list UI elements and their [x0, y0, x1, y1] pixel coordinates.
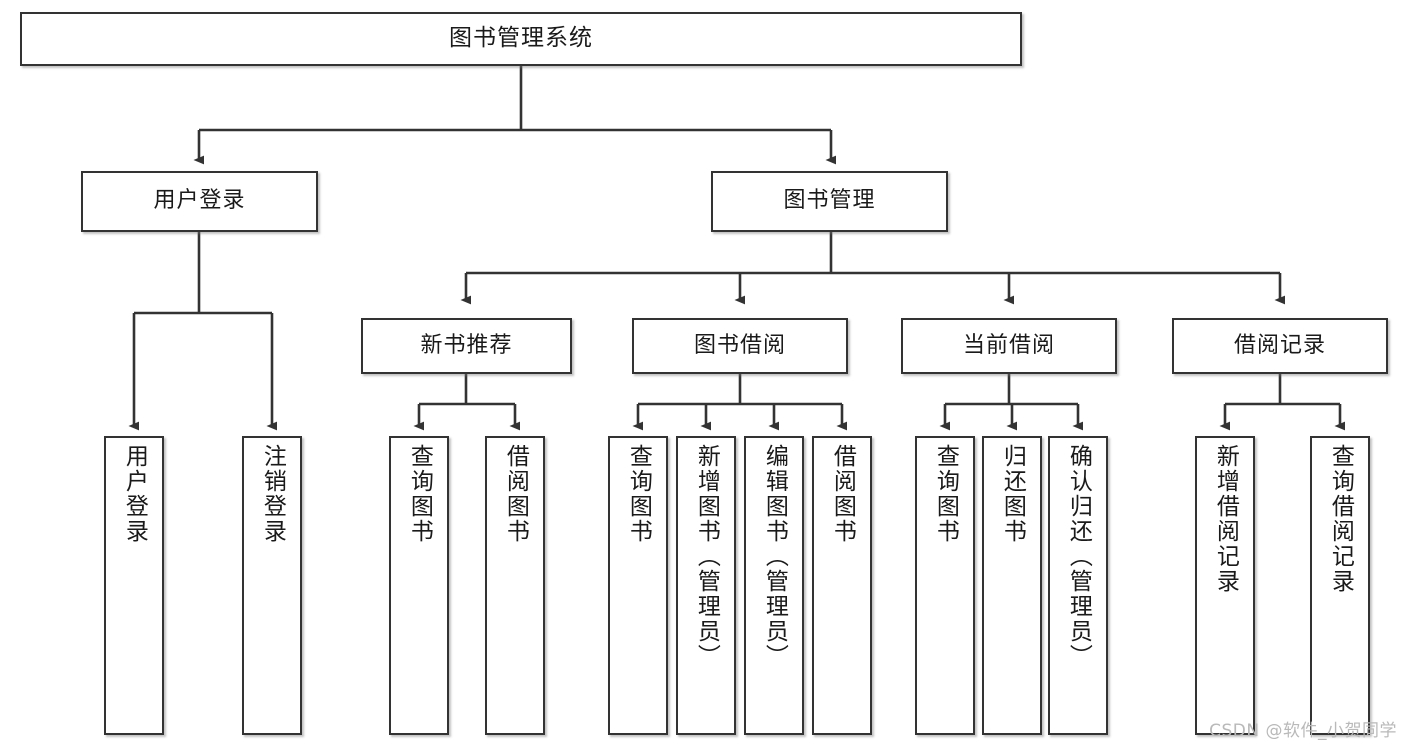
node-leaf-query-book-borrow[interactable]: 查询图书: [608, 436, 668, 735]
node-new-book-recommend[interactable]: 新书推荐: [361, 318, 572, 374]
node-label: 当前借阅: [962, 332, 1055, 358]
node-leaf-user-login[interactable]: 用户登录: [104, 436, 164, 735]
node-label: 图书借阅: [693, 332, 786, 358]
node-label: 查询借阅记录: [1327, 444, 1354, 594]
node-label: 借阅记录: [1233, 332, 1326, 358]
node-leaf-borrow-book-recommend[interactable]: 借阅图书: [485, 436, 545, 735]
node-label: 借阅图书: [829, 444, 856, 544]
node-label: 图书管理系统: [449, 25, 593, 52]
node-label: 查询图书: [406, 444, 433, 544]
node-current-borrow[interactable]: 当前借阅: [901, 318, 1117, 374]
node-label: 新增图书（管理员）: [693, 444, 720, 669]
node-label: 确认归还（管理员）: [1065, 444, 1092, 669]
node-book-borrow[interactable]: 图书借阅: [632, 318, 848, 374]
node-label: 查询图书: [625, 444, 652, 544]
node-leaf-logout-login[interactable]: 注销登录: [242, 436, 302, 735]
node-label: 查询图书: [932, 444, 959, 544]
csdn-watermark: CSDN @软件_小贺同学: [1209, 721, 1397, 741]
node-label: 用户登录: [153, 188, 246, 214]
node-leaf-borrow-book[interactable]: 借阅图书: [812, 436, 872, 735]
node-label: 借阅图书: [502, 444, 529, 544]
node-label: 注销登录: [259, 444, 286, 544]
node-root-book-management-system[interactable]: 图书管理系统: [20, 12, 1022, 66]
node-leaf-add-borrow-record[interactable]: 新增借阅记录: [1195, 436, 1255, 735]
node-leaf-confirm-return-admin[interactable]: 确认归还（管理员）: [1048, 436, 1108, 735]
node-leaf-return-book[interactable]: 归还图书: [982, 436, 1042, 735]
node-leaf-edit-book-admin[interactable]: 编辑图书（管理员）: [744, 436, 804, 735]
node-label: 新书推荐: [420, 332, 513, 358]
node-label: 编辑图书（管理员）: [761, 444, 788, 669]
node-label: 用户登录: [121, 444, 148, 544]
node-leaf-query-book-recommend[interactable]: 查询图书: [389, 436, 449, 735]
node-borrow-record[interactable]: 借阅记录: [1172, 318, 1388, 374]
node-leaf-query-borrow-record[interactable]: 查询借阅记录: [1310, 436, 1370, 735]
node-book-management[interactable]: 图书管理: [711, 171, 948, 232]
node-leaf-query-book-current[interactable]: 查询图书: [915, 436, 975, 735]
node-leaf-add-book-admin[interactable]: 新增图书（管理员）: [676, 436, 736, 735]
node-label: 归还图书: [999, 444, 1026, 544]
node-label: 图书管理: [783, 188, 876, 214]
node-label: 新增借阅记录: [1212, 444, 1239, 594]
node-user-login[interactable]: 用户登录: [81, 171, 318, 232]
